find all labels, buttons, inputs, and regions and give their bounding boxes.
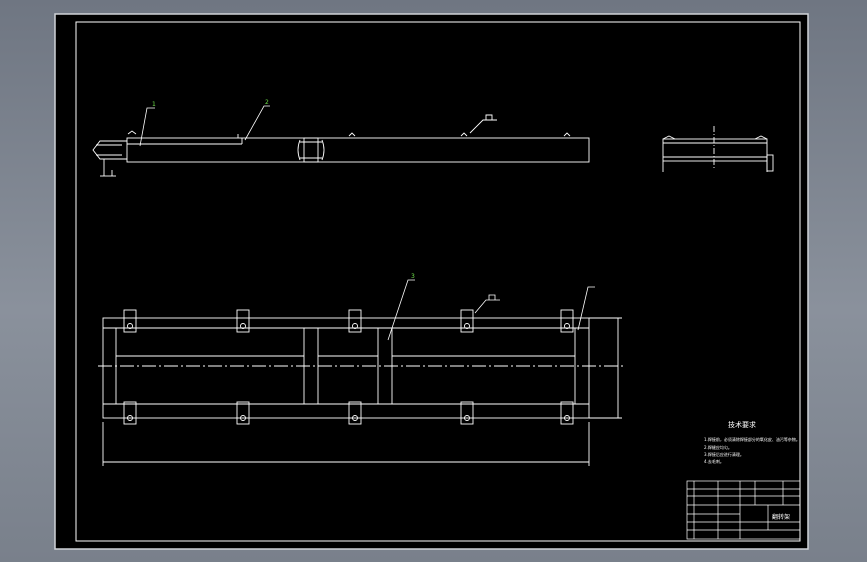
callout-2: 2 [265,99,269,106]
callout-labels: 1 2 3 [152,99,415,280]
tech-line-3: 3.焊接后应进行清理。 [704,451,744,457]
technical-requirements: 技术要求 1.焊接前，必须清除焊接部分的氧化皮、油污等杂物。 2.焊缝应均匀。 … [704,420,800,464]
callout-3: 3 [411,273,415,280]
callout-1: 1 [152,101,156,108]
tech-line-1: 1.焊接前，必须清除焊接部分的氧化皮、油污等杂物。 [704,436,800,442]
plan-view [98,309,625,466]
side-view [662,126,774,172]
callout-leaders [139,105,595,341]
drawing-sheet [54,13,809,550]
drawing-border [75,21,801,542]
tech-title: 技术要求 [728,420,756,429]
title-block-part-name: 翻转架 [772,513,790,521]
tech-line-4: 4.去毛刺。 [704,458,724,464]
front-view [92,114,590,177]
title-block [686,480,801,540]
tech-line-2: 2.焊缝应均匀。 [704,444,732,450]
